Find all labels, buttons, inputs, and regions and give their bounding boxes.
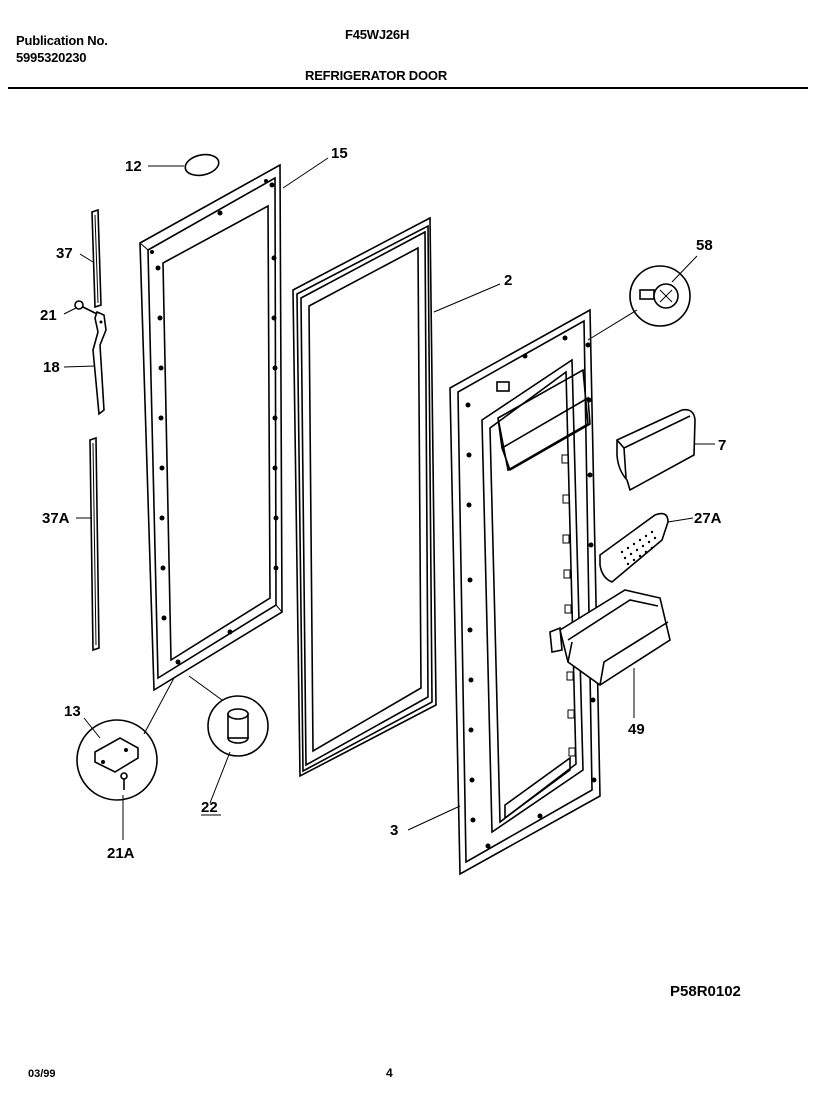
handle-part-18 [92, 310, 107, 416]
callout-12: 12 [125, 158, 142, 175]
model-number: F45WJ26H [345, 27, 410, 42]
callout-22: 22 [201, 799, 218, 816]
leader-lines [63, 157, 715, 840]
screw-detail-part-58 [629, 265, 691, 327]
diagram-code: P58R0102 [670, 983, 741, 1000]
butter-door-part-27a [599, 512, 669, 583]
callout-21a: 21A [107, 845, 135, 862]
cover-part-7 [616, 408, 696, 492]
trim-part-37 [91, 208, 102, 309]
callout-58: 58 [696, 237, 713, 254]
screw-part-21 [74, 300, 98, 315]
door-frame-part-15 [139, 163, 283, 692]
gasket-part-2 [292, 216, 437, 778]
callout-37: 37 [56, 245, 73, 262]
page-title: REFRIGERATOR DOOR [305, 68, 448, 83]
publication-number: 5995320230 [16, 50, 87, 65]
callout-21: 21 [40, 307, 57, 324]
callout-7: 7 [718, 437, 726, 454]
bushing-detail-part-22 [207, 695, 269, 757]
door-bin-part-49 [549, 589, 671, 686]
callout-37a: 37A [42, 510, 70, 527]
hinge-detail-part-13 [76, 719, 158, 801]
callout-49: 49 [628, 721, 645, 738]
callout-2: 2 [504, 272, 512, 289]
callout-15: 15 [331, 145, 348, 162]
callout-13: 13 [64, 703, 81, 720]
callout-18: 18 [43, 359, 60, 376]
callout-3: 3 [390, 822, 398, 839]
footer-date: 03/99 [28, 1068, 56, 1080]
publication-label: Publication No. [16, 33, 108, 48]
plug-part-12 [184, 153, 220, 177]
door-liner-part-3 [449, 308, 601, 876]
callout-27a: 27A [694, 510, 722, 527]
header-rule [8, 87, 808, 89]
trim-part-37a [89, 436, 100, 652]
page-number: 4 [386, 1066, 393, 1080]
